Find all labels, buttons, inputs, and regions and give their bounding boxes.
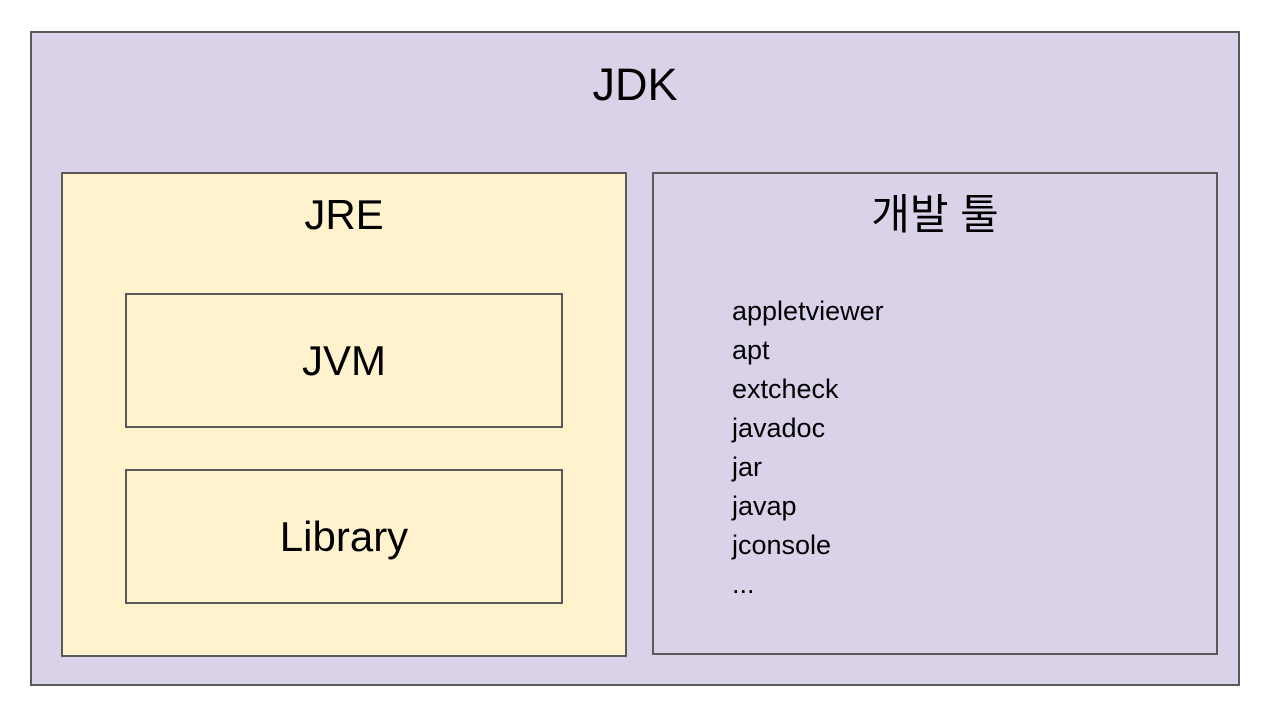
jvm-label: JVM — [302, 336, 386, 384]
jre-title: JRE — [304, 191, 384, 238]
jdk-title: JDK — [592, 59, 678, 110]
dev-tools-item: jar — [732, 452, 763, 482]
dev-tools-title: 개발 툴 — [871, 191, 999, 238]
library-box: Library — [125, 469, 563, 604]
jdk-box: JDK JRE JVM Library 개발 툴 appletviewer ap… — [30, 31, 1240, 686]
dev-tools-item: ... — [732, 569, 755, 599]
dev-tools-item: apt — [732, 335, 770, 365]
jre-box: JRE JVM Library — [61, 172, 627, 657]
dev-tools-item: jconsole — [732, 530, 832, 560]
dev-tools-item: javadoc — [732, 413, 826, 443]
library-label: Library — [279, 512, 409, 560]
jvm-box: JVM — [125, 293, 563, 428]
dev-tools-item: appletviewer — [732, 296, 884, 326]
dev-tools-item: extcheck — [732, 374, 839, 404]
dev-tools-item: javap — [732, 491, 797, 521]
dev-tools-box: 개발 툴 appletviewer apt extcheck javadoc j… — [652, 172, 1218, 655]
dev-tools-list: appletviewer apt extcheck javadoc jar ja… — [732, 292, 884, 604]
